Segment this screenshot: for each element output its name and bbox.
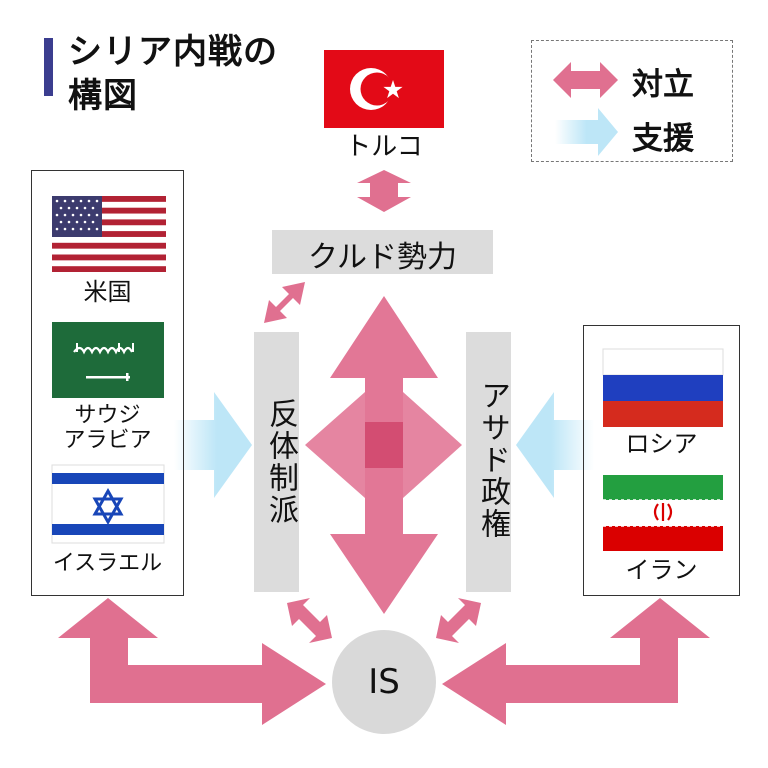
legend: 対立 支援 [531,40,733,162]
rebels-is-arrow [287,598,332,643]
turkey-kurds-arrow [357,170,411,212]
russia-label: ロシア [625,430,698,458]
kurds-label: クルド勢力 [307,240,458,275]
russia-flag-icon [602,348,724,427]
legend-support-arrow-icon [555,108,618,156]
left-supporters-panel [31,170,184,596]
kurds-rebels-arrow [264,282,305,323]
saudi-label: サウジ アラビア [31,403,184,453]
title-line-1: シリア内戦の [68,32,278,72]
usa-label: 米国 [83,278,132,306]
title-line-2: 構図 [68,76,138,116]
support-left-arrow [174,392,252,498]
central-overlap [365,422,403,468]
is-label: IS [368,662,400,702]
israel-label: イスラエル [52,551,163,576]
is-node [332,630,436,734]
turkey-flag-icon [324,50,444,128]
rebels-label: 反体制派 [263,398,298,526]
usa-flag-icon [52,196,166,272]
left-bent-arrow [58,598,326,725]
assad-is-arrow [436,598,481,643]
saudi-label-line-1: サウジ [74,403,141,428]
title-accent-bar [44,38,53,96]
kurds-bar [272,230,493,274]
support-right-arrow [516,392,594,498]
saudi-label-line-2: アラビア [63,428,152,453]
turkey-label: トルコ [345,132,423,162]
right-bent-arrow [442,598,710,725]
iran-flag-icon [603,475,723,551]
israel-flag-icon [51,464,165,544]
assad-label: アサド政権 [475,380,510,540]
page-title: シリア内戦の 構図 [68,30,278,118]
legend-conflict-arrow-icon [553,62,618,98]
rebels-bar [254,332,299,592]
iran-label: イラン [625,556,698,584]
saudi-flag-icon [52,322,164,398]
legend-support-label: 支援 [632,121,694,157]
legend-conflict-label: 対立 [632,67,694,103]
right-supporters-panel [583,325,740,596]
assad-bar [466,332,511,592]
